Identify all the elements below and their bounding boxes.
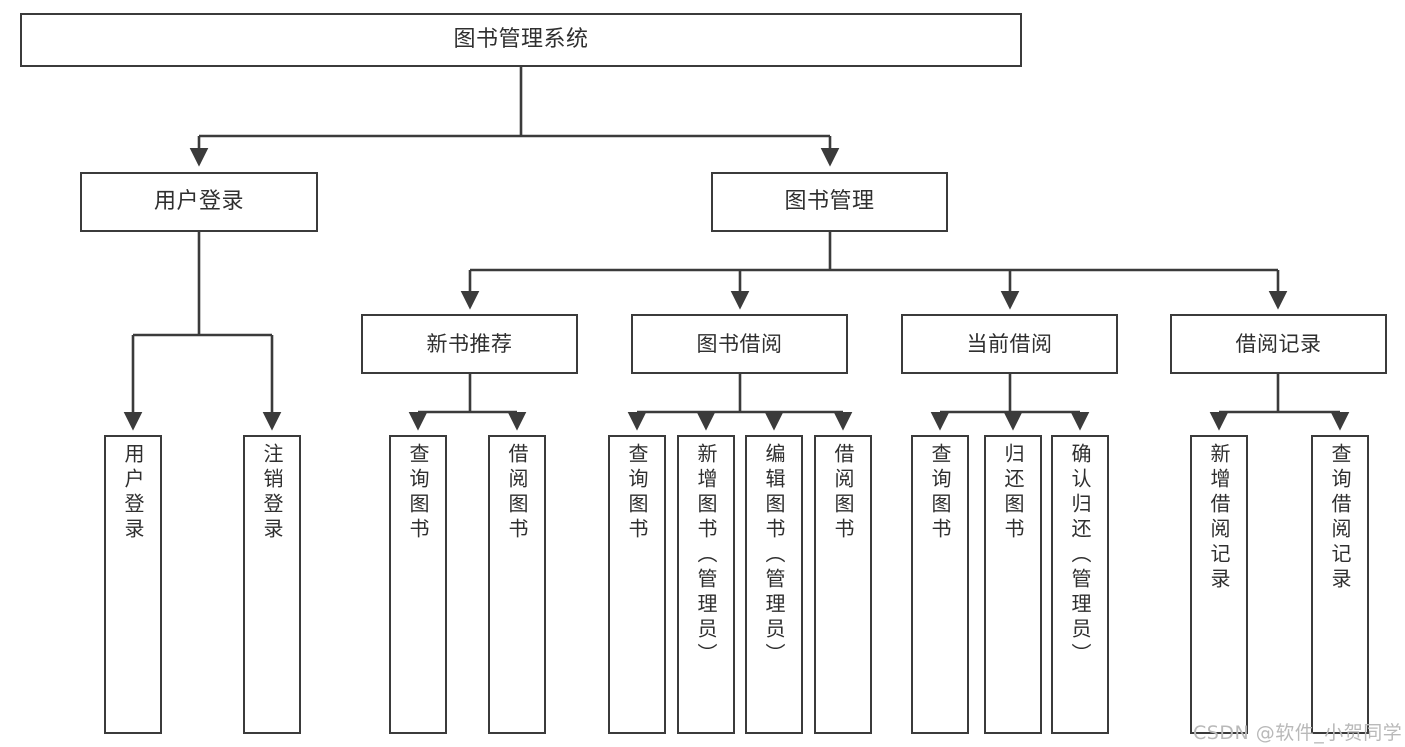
node-new-book-recommend-label: 新书推荐 xyxy=(426,331,513,356)
node-leaf-add-book-label: 新增图书（管理员） xyxy=(694,443,718,668)
node-root[interactable]: 图书管理系统 xyxy=(20,13,1022,67)
node-leaf-user-login-label: 用户登录 xyxy=(121,443,145,543)
node-leaf-query-book-recommend-label: 查询图书 xyxy=(406,443,430,543)
node-leaf-borrow-book-recommend-label: 借阅图书 xyxy=(505,443,529,543)
node-new-book-recommend[interactable]: 新书推荐 xyxy=(361,314,578,374)
node-user-login[interactable]: 用户登录 xyxy=(80,172,318,232)
node-leaf-query-borrow-record[interactable]: 查询借阅记录 xyxy=(1311,435,1369,734)
node-leaf-add-book[interactable]: 新增图书（管理员） xyxy=(677,435,735,734)
node-leaf-user-login[interactable]: 用户登录 xyxy=(104,435,162,734)
node-leaf-edit-book[interactable]: 编辑图书（管理员） xyxy=(745,435,803,734)
node-book-manage[interactable]: 图书管理 xyxy=(711,172,948,232)
node-leaf-user-logout-label: 注销登录 xyxy=(260,443,284,543)
node-leaf-borrow-book-label: 借阅图书 xyxy=(831,443,855,543)
node-leaf-query-book-current[interactable]: 查询图书 xyxy=(911,435,969,734)
node-leaf-borrow-book[interactable]: 借阅图书 xyxy=(814,435,872,734)
node-book-manage-label: 图书管理 xyxy=(784,189,875,215)
node-borrow-record[interactable]: 借阅记录 xyxy=(1170,314,1387,374)
node-leaf-confirm-return-label: 确认归还（管理员） xyxy=(1068,443,1092,668)
node-current-borrow[interactable]: 当前借阅 xyxy=(901,314,1118,374)
node-book-borrow-label: 图书借阅 xyxy=(696,331,783,356)
node-leaf-query-borrow-record-label: 查询借阅记录 xyxy=(1328,443,1352,593)
csdn-watermark: CSDN @软件_小贺同学 xyxy=(1193,722,1403,744)
node-leaf-confirm-return[interactable]: 确认归还（管理员） xyxy=(1051,435,1109,734)
node-leaf-borrow-book-recommend[interactable]: 借阅图书 xyxy=(488,435,546,734)
node-leaf-return-book-label: 归还图书 xyxy=(1001,443,1025,543)
node-leaf-query-book-borrow-label: 查询图书 xyxy=(625,443,649,543)
node-leaf-user-logout[interactable]: 注销登录 xyxy=(243,435,301,734)
node-leaf-add-borrow-record-label: 新增借阅记录 xyxy=(1207,443,1231,593)
node-borrow-record-label: 借阅记录 xyxy=(1235,331,1322,356)
node-leaf-query-book-recommend[interactable]: 查询图书 xyxy=(389,435,447,734)
node-leaf-query-book-borrow[interactable]: 查询图书 xyxy=(608,435,666,734)
node-leaf-return-book[interactable]: 归还图书 xyxy=(984,435,1042,734)
node-leaf-query-book-current-label: 查询图书 xyxy=(928,443,952,543)
node-root-label: 图书管理系统 xyxy=(453,27,589,53)
node-leaf-add-borrow-record[interactable]: 新增借阅记录 xyxy=(1190,435,1248,734)
node-current-borrow-label: 当前借阅 xyxy=(966,331,1053,356)
node-leaf-edit-book-label: 编辑图书（管理员） xyxy=(762,443,786,668)
node-user-login-label: 用户登录 xyxy=(153,189,244,215)
node-book-borrow[interactable]: 图书借阅 xyxy=(631,314,848,374)
